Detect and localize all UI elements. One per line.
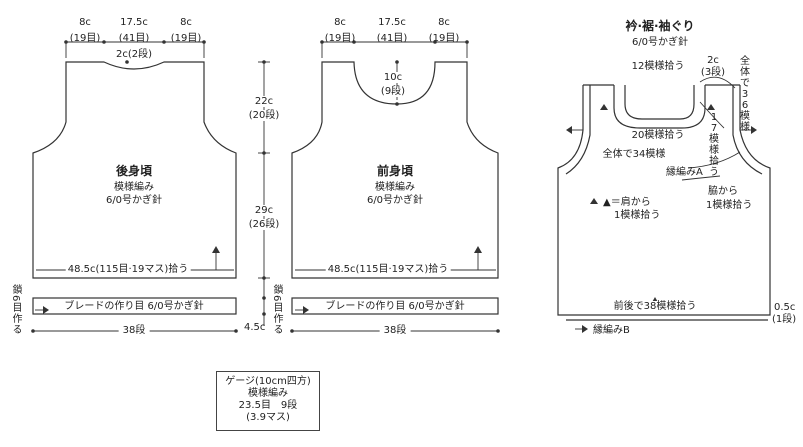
- back-braid: ブレードの作り目 6/0号かぎ針: [64, 301, 204, 312]
- finish-shoulder: ▲＝肩から: [603, 197, 651, 208]
- back-chain: 鎖6目作る: [10, 284, 21, 336]
- finish-total-36: 全体で36模様: [740, 56, 750, 133]
- mid-braid-width: 4.5c: [244, 322, 266, 333]
- back-pattern: 模様編み: [114, 182, 154, 193]
- finished-sleeve-edge-right: [732, 85, 763, 175]
- mid-chain: 鎖6目作る: [271, 284, 282, 336]
- finish-neck-top: 12模様拾う: [631, 61, 685, 72]
- finished-outline: [557, 85, 771, 316]
- front-braid-strip: [291, 297, 499, 315]
- back-rows: 38段: [118, 325, 150, 336]
- finish-title: 衿·裾·袖ぐり: [625, 19, 695, 33]
- back-pickup: 48.5c(115目·19マス)拾う: [65, 264, 191, 275]
- shoulder-mark-right: [707, 104, 715, 110]
- finish-side-2: 1模様拾う: [706, 200, 753, 211]
- back-left-stitches: (19目): [69, 33, 101, 44]
- finish-sleeve: 17模様拾う: [709, 112, 719, 178]
- front-left-width: 8c: [334, 17, 346, 28]
- front-braid: ブレードの作り目 6/0号かぎ針: [325, 301, 465, 312]
- finish-side: 脇から: [708, 186, 738, 197]
- finished-sleeve-edge-left: [565, 85, 591, 175]
- finish-edge-width: 2c: [707, 55, 719, 66]
- back-mid-stitches: (41目): [118, 33, 150, 44]
- mid-bottom-height: 29c: [254, 205, 274, 216]
- finish-hem-width: 0.5c: [774, 302, 796, 313]
- gauge-pattern: 模様編み: [248, 388, 288, 399]
- back-right-width: 8c: [180, 17, 192, 28]
- finished-neck-inner: [624, 85, 695, 120]
- gauge-stitches: 23.5目 9段: [238, 400, 298, 411]
- finish-total-34: 全体で34模様: [602, 149, 666, 160]
- finish-hook: 6/0号かぎ針: [631, 37, 689, 48]
- front-title: 前身頃: [376, 164, 414, 178]
- finish-shoulder-2: 1模様拾う: [614, 210, 661, 221]
- gauge-title: ゲージ(10cm四方): [225, 376, 311, 387]
- finish-edge-rows: (3段): [700, 67, 726, 78]
- front-right-width: 8c: [438, 17, 450, 28]
- front-hook: 6/0号かぎ針: [366, 195, 424, 206]
- front-pickup: 48.5c(115目·19マス)拾う: [325, 264, 451, 275]
- mid-top-height: 22c: [254, 96, 274, 107]
- front-body-outline: [291, 61, 499, 279]
- back-hook: 6/0号かぎ針: [105, 195, 163, 206]
- mid-bottom-rows: (26段): [248, 219, 280, 230]
- front-left-stitches: (19目): [324, 33, 356, 44]
- front-right-stitches: (19目): [428, 33, 460, 44]
- finish-neck-bottom: 20模様拾う: [631, 130, 685, 141]
- back-title: 後身頃: [115, 164, 153, 178]
- finish-edge-a: 縁編みA: [666, 167, 703, 178]
- shoulder-mark-left: [600, 104, 608, 110]
- front-pattern: 模様編み: [375, 182, 415, 193]
- finish-edge-b: 縁編みB: [593, 325, 630, 336]
- back-neck-depth: 2c(2段): [115, 49, 153, 60]
- gauge-squares: (3.9マス): [246, 412, 290, 423]
- front-rows: 38段: [379, 325, 411, 336]
- back-braid-strip: [32, 297, 237, 315]
- finish-hem-pickup: 前後で38模様拾う: [611, 301, 699, 312]
- gauge-box: ゲージ(10cm四方) 模様編み 23.5目 9段 (3.9マス): [216, 371, 320, 431]
- mid-top-rows: (20段): [248, 110, 280, 121]
- finished-neck-outer: [613, 85, 706, 129]
- front-neck-depth: 10c: [383, 72, 403, 83]
- back-left-width: 8c: [79, 17, 91, 28]
- finish-hem-rows: (1段): [772, 314, 797, 325]
- front-neck-rows: (9段): [380, 86, 406, 97]
- back-body-outline: [32, 61, 237, 279]
- back-mid-width: 17.5c: [120, 17, 148, 28]
- front-mid-width: 17.5c: [378, 17, 406, 28]
- front-mid-stitches: (41目): [376, 33, 408, 44]
- back-right-stitches: (19目): [170, 33, 202, 44]
